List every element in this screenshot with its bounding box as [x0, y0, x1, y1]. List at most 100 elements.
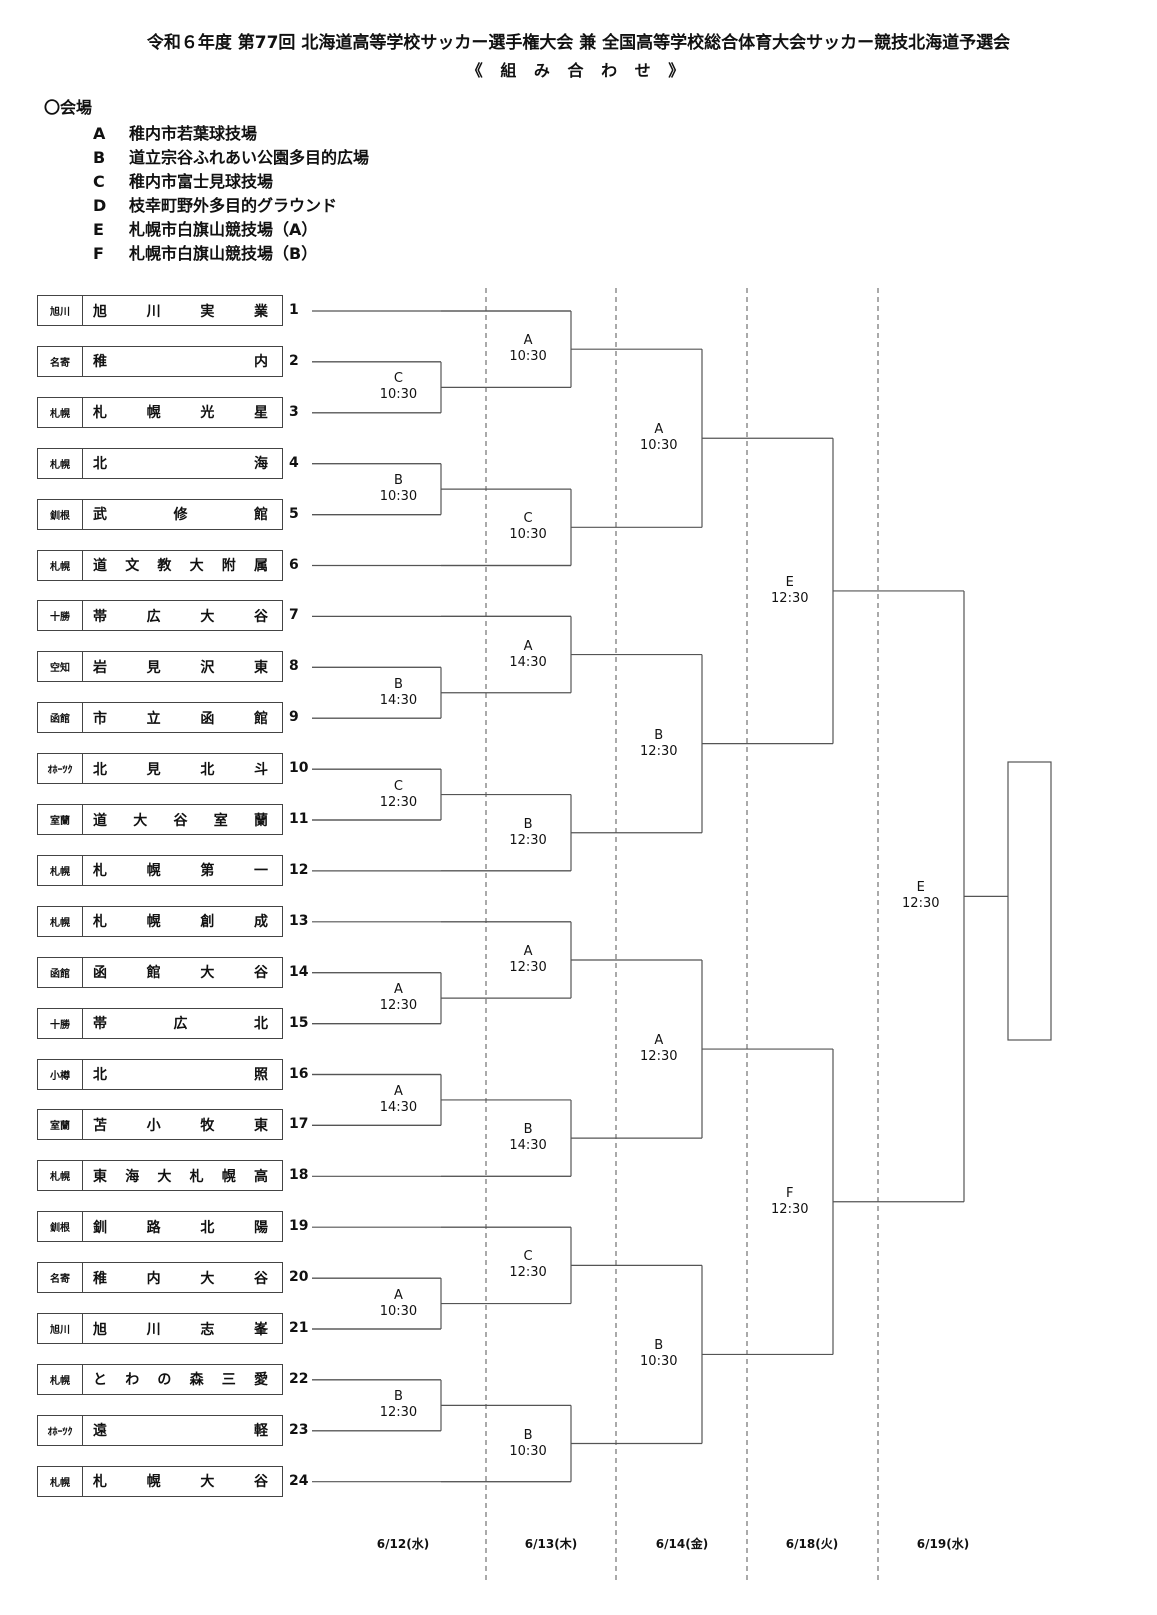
match-time: 10:30	[379, 1303, 418, 1319]
venue-code: A	[93, 124, 106, 143]
team-name-char: 広	[173, 1016, 188, 1033]
team-region: 室蘭	[38, 1110, 83, 1140]
team-name-char: 一	[253, 863, 268, 880]
team-name-char: 苫	[93, 1117, 107, 1134]
team-name-char: 武	[93, 507, 107, 524]
seed-number: 2	[289, 352, 299, 369]
team-region: 札幌	[38, 448, 83, 478]
match-time: 12:30	[771, 1201, 809, 1217]
champion-box	[1007, 761, 1052, 1041]
match-venue: B	[393, 676, 403, 692]
match-date: 6/14(金)	[655, 1537, 709, 1551]
team-name: 稚内	[93, 347, 268, 376]
team-name-char: 幌	[146, 914, 161, 931]
team-name: 釧路北陽	[93, 1212, 268, 1241]
team-entry: 札幌東海大札幌高	[37, 1160, 283, 1192]
team-name-char: 旭	[93, 1321, 107, 1338]
team-name: 東海大札幌高	[93, 1161, 268, 1190]
team-entry: 旭川旭川実業	[37, 295, 283, 326]
seed-number: 13	[289, 912, 309, 929]
team-name-char: 照	[254, 1067, 268, 1083]
match-time: 12:30	[771, 590, 809, 606]
match-venue: E	[785, 574, 794, 590]
match-venue: A	[393, 1287, 403, 1303]
match-time: 12:30	[379, 794, 418, 810]
team-name-char: 北	[200, 761, 215, 778]
team-name-char: 教	[157, 558, 172, 574]
team-name: 道文教大附属	[93, 551, 268, 580]
team-entry: 札幌札幌大谷	[37, 1465, 283, 1497]
match-time: 10:30	[509, 527, 547, 543]
match-venue: B	[523, 816, 533, 832]
venue-name: 札幌市白旗山競技場（A）	[129, 220, 318, 239]
team-name-char: 星	[253, 405, 268, 422]
team-region: 札幌	[38, 855, 83, 885]
team-name-char: 館	[253, 710, 268, 727]
match-venue: B	[523, 1427, 533, 1443]
team-name: 北海	[93, 449, 268, 478]
team-name-char: 立	[146, 710, 161, 727]
team-name: 岩見沢東	[93, 652, 268, 681]
team-name-char: 高	[253, 1168, 268, 1185]
team-name-char: 業	[253, 303, 268, 320]
match-venue: A	[654, 1033, 664, 1049]
team-entry: ｵﾎｰﾂｸ 遠 軽	[37, 1414, 283, 1446]
team-name-char: 志	[200, 1321, 215, 1338]
seed-number: 23	[289, 1421, 309, 1438]
team-name-char: 市	[93, 710, 107, 727]
team-region: 札幌	[38, 906, 83, 936]
team-name-char: 館	[146, 965, 161, 982]
match-venue: A	[523, 943, 533, 959]
team-name-char: 帯	[93, 1016, 107, 1033]
page-subtitle: 《 組 み 合 わ せ 》	[466, 61, 691, 80]
match-time: 12:30	[509, 1265, 547, 1281]
team-name-char: 釧	[93, 1219, 107, 1236]
match-time: 12:30	[379, 1405, 418, 1421]
team-name: 札幌第一	[93, 856, 268, 885]
seed-number: 20	[289, 1269, 309, 1286]
match-time: 14:30	[509, 1138, 547, 1154]
seed-number: 9	[289, 709, 299, 726]
team-name-char: 蘭	[254, 812, 268, 829]
match-venue: E	[916, 880, 925, 896]
team-entry: 函館函館大谷	[37, 956, 283, 988]
team-name-char: 軽	[254, 1423, 268, 1440]
team-region: ｵﾎｰﾂｸ	[38, 1415, 83, 1445]
match-time: 10:30	[509, 349, 547, 365]
team-name-char: 北	[254, 1016, 268, 1033]
team-name-char: 東	[253, 659, 268, 676]
team-name-char: 峯	[253, 1321, 268, 1338]
seed-number: 16	[289, 1065, 309, 1082]
team-name-char: 修	[173, 507, 188, 524]
team-entry: 札幌札幌創成	[37, 905, 283, 937]
team-name: 札幌創成	[93, 907, 268, 936]
seed-number: 19	[289, 1218, 309, 1235]
team-region: 札幌	[38, 1466, 83, 1496]
team-name-char: 函	[93, 965, 107, 982]
team-name-char: 愛	[253, 1372, 268, 1389]
match-time: 14:30	[379, 692, 418, 708]
team-name: 帯広北	[93, 1009, 268, 1038]
team-name-char: 札	[93, 914, 107, 931]
team-entry: 札幌札幌第一	[37, 854, 283, 886]
team-name-char: 帯	[93, 608, 107, 625]
team-entry: 十勝帯広北	[37, 1007, 283, 1039]
match-date: 6/12(水)	[376, 1537, 430, 1551]
team-name: 旭川志峯	[93, 1314, 268, 1343]
team-name-char: 大	[200, 608, 215, 625]
team-name-char: 遠	[93, 1423, 107, 1440]
team-name: 札幌光星	[93, 398, 268, 427]
team-name-char: 路	[146, 1219, 161, 1236]
match-time: 12:30	[902, 896, 940, 912]
